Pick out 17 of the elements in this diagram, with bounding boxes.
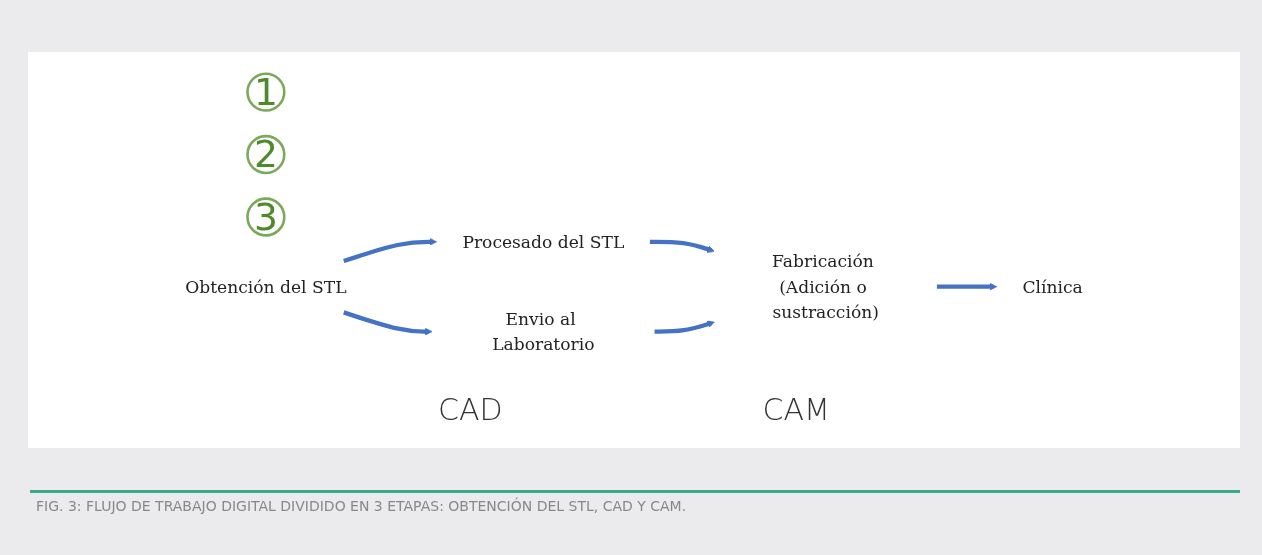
arrow bbox=[343, 238, 438, 264]
arrow bbox=[936, 282, 998, 291]
node-text: Obtención del STL bbox=[185, 276, 347, 297]
node-text: Clínica bbox=[1022, 276, 1083, 297]
node-circle bbox=[246, 72, 286, 112]
arrow bbox=[343, 310, 433, 336]
stage-label: CAM bbox=[762, 392, 830, 427]
node-circle bbox=[246, 134, 286, 175]
stage-label: CAD bbox=[438, 392, 503, 427]
arrow bbox=[649, 239, 715, 253]
node-circle bbox=[246, 197, 286, 237]
arrow bbox=[654, 320, 715, 334]
node-text: Procesado del STL bbox=[462, 231, 625, 253]
node-text: Fabricación (Adición o sustracción) bbox=[772, 250, 879, 323]
node-text: Envio al Laboratorio bbox=[492, 308, 595, 355]
flow-diagram: 1 2 3 Obtención del STL Procesado del STL Envio al Laboratorio Fabricación (Adición o sustracción) Clínica bbox=[34, 57, 1234, 377]
figure-caption: FIG. 3: FLUJO DE TRABAJO DIGITAL DIVIDIDO EN 3 ETAPAS: OBTENCIÓN DEL STL, CAD Y CAM. bbox=[36, 498, 687, 514]
